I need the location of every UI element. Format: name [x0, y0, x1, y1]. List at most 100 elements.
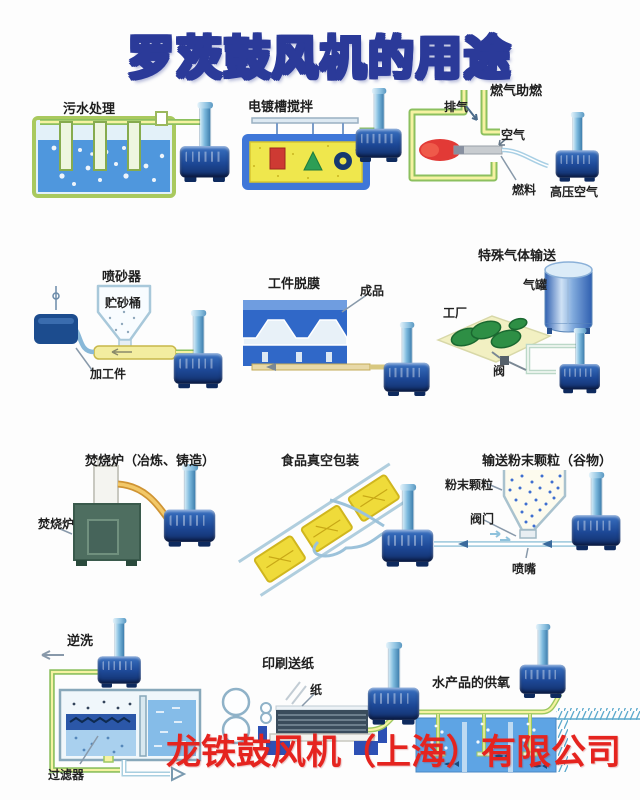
- scene-title-special-gas: 特殊气体输送: [478, 248, 557, 263]
- air-arrow: [498, 137, 508, 146]
- scene-demolding: 工件脱膜 成品: [238, 252, 438, 396]
- label-exhaust: 排气: [444, 100, 469, 114]
- scene-aquaculture: 水产品的供氧: [414, 624, 640, 780]
- ground-hatch: [556, 708, 640, 720]
- powder-particles-dots: [508, 474, 562, 528]
- pipe-junction: [155, 111, 168, 126]
- outflow-arrow: [171, 766, 187, 782]
- scene-title-gas-combustion: 燃气助燃: [490, 83, 543, 98]
- drain-pipe: [121, 760, 170, 777]
- roots-blower-icon: [354, 88, 403, 165]
- fuel-leader: [500, 155, 517, 181]
- roots-blower-icon: [162, 464, 217, 550]
- chimney: [93, 465, 119, 507]
- scene-electroplating: 电镀槽搅拌: [238, 88, 466, 200]
- valve-body: [500, 356, 509, 365]
- sandblaster-illustration: [34, 284, 196, 371]
- nozzle-leader: [525, 547, 529, 559]
- scene-title-sewage: 污水处理: [63, 101, 116, 116]
- paper-feed-illustration: [221, 681, 398, 755]
- workpiece-leader: [75, 347, 93, 371]
- label-furnace: 焚烧炉: [38, 517, 75, 531]
- feed-roller: [221, 715, 251, 745]
- label-particles: 粉末颗粒: [445, 478, 494, 492]
- roots-blower-icon: [554, 112, 600, 184]
- scene-powder-conveying: 输送粉末颗粒（谷物） 粉末颗粒 阀门 喷嘴: [430, 444, 638, 596]
- label-filter: 过滤器: [48, 768, 85, 782]
- scene-sewage-treatment: 污水处理: [28, 88, 240, 206]
- furnace-leader: [57, 527, 73, 535]
- label-nozzle: 喷嘴: [512, 562, 537, 576]
- diffuser-tube: [93, 121, 107, 171]
- scene-title-electroplating: 电镀槽搅拌: [248, 99, 314, 114]
- feed-roller: [221, 687, 251, 717]
- label-fuel: 燃料: [512, 183, 537, 197]
- paper-leader: [301, 693, 315, 707]
- electrode-triangle: [303, 150, 323, 171]
- drop-pipes: [430, 714, 538, 757]
- scene-incinerator: 焚烧炉（冶炼、铸造） 焚烧炉: [28, 444, 226, 592]
- gas-combustion-illustration: [408, 90, 549, 182]
- fish: [444, 753, 547, 769]
- molded-product: [242, 319, 348, 346]
- scene-title-paper-feed: 印刷送纸: [262, 656, 315, 671]
- anode-plate: [269, 147, 286, 170]
- roots-blower-icon: [172, 310, 224, 391]
- venturi-pipe: [93, 345, 177, 360]
- exhaust-arrow: [465, 105, 478, 121]
- diffuser-tube: [59, 121, 73, 171]
- label-hp-air: 高压空气: [550, 185, 599, 199]
- scene-gas-combustion: 燃气助燃 排气 空气 燃料 高压空气: [398, 76, 638, 206]
- product-leader: [341, 293, 369, 313]
- scene-vacuum-packaging: 食品真空包装: [234, 444, 435, 597]
- scene-title-aquaculture: 水产品的供氧: [432, 675, 511, 690]
- demolding-illustration: [242, 293, 392, 371]
- scene-sandblaster: 喷砂器 贮砂桶 加工件: [26, 252, 238, 392]
- scene-title-incinerator: 焚烧炉（冶炼、铸造）: [85, 453, 216, 468]
- suction-pipe: [312, 530, 387, 558]
- scene-paper-feed: 印刷送纸 纸: [216, 642, 431, 777]
- filter-media: [66, 714, 136, 730]
- conveyor-belt: [237, 462, 413, 597]
- valve-leader: [483, 519, 517, 537]
- hanging-hook: [52, 292, 60, 300]
- filter-leader: [79, 735, 99, 765]
- label-air: 空气: [501, 128, 526, 142]
- factory-buildings: [450, 317, 528, 349]
- roots-blower-icon: [518, 624, 567, 701]
- roots-blower-icon: [382, 322, 431, 399]
- scene-title-backwash: 逆洗: [67, 633, 94, 648]
- label-sand-hopper: 贮砂桶: [105, 296, 142, 310]
- roots-blower-icon: [178, 102, 231, 185]
- scene-special-gas: 特殊气体输送 气罐 工厂 阀: [430, 240, 638, 394]
- electroplating-illustration: [242, 117, 377, 190]
- backwash-illustration: [41, 650, 202, 782]
- flow-arrow: [41, 650, 64, 660]
- label-powder-valve: 阀门: [470, 512, 495, 526]
- label-paper: 纸: [310, 683, 323, 697]
- label-valve: 阀: [493, 364, 506, 378]
- furnace-door: [87, 519, 119, 555]
- roots-blower-icon: [558, 328, 602, 396]
- label-factory: 工厂: [443, 306, 468, 320]
- hopper-valve: [519, 529, 537, 539]
- vacuum-packaging-illustration: [237, 462, 413, 597]
- scene-title-vacuum-packaging: 食品真空包装: [281, 453, 360, 468]
- aquaculture-illustration: [415, 692, 640, 773]
- poster-title: 罗茨鼓风机的用途: [127, 31, 512, 86]
- tank-divider: [139, 695, 147, 757]
- scene-backwash: 逆洗 过滤器: [24, 618, 214, 790]
- roots-blower-icon: [380, 484, 435, 570]
- scene-title-demolding: 工件脱膜: [268, 276, 321, 291]
- label-product: 成品: [360, 284, 385, 298]
- roots-blower-icon: [366, 642, 421, 728]
- diffuser-tube: [127, 121, 141, 171]
- roots-blower-icon: [570, 472, 622, 553]
- company-name: 龙铁鼓风机（上海）有限公司: [166, 733, 622, 772]
- scene-title-sandblaster: 喷砂器: [102, 269, 142, 284]
- feeder-arm: [285, 681, 307, 705]
- label-gas-tank: 气罐: [523, 278, 548, 292]
- label-workpiece: 加工件: [90, 367, 127, 381]
- sewage-illustration: [32, 111, 209, 198]
